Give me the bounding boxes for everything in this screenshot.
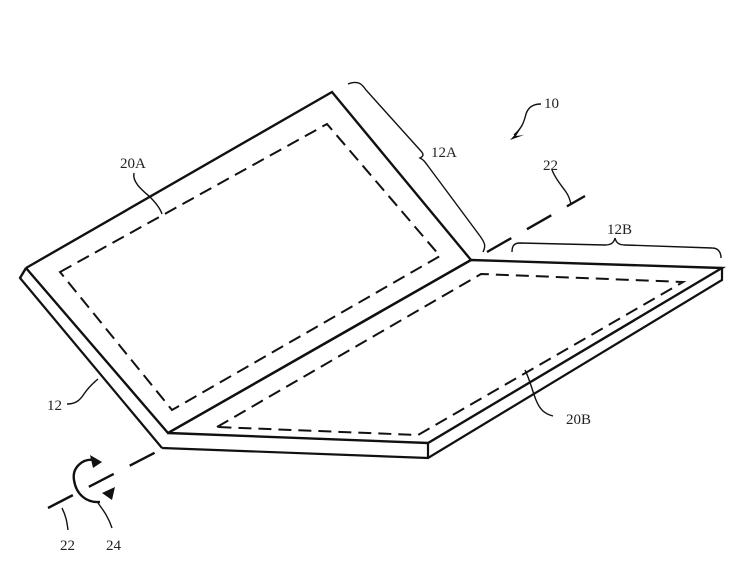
label-12a: 12A	[431, 145, 457, 161]
leader-10	[513, 103, 542, 136]
leader-24	[97, 502, 113, 529]
housing-portion-b	[161, 258, 727, 460]
label-20b: 20B	[566, 412, 591, 428]
housing-portion-a	[18, 90, 473, 449]
leader-22-top	[551, 169, 572, 205]
leader-20b	[524, 369, 554, 417]
rotation-arrow-icon	[72, 455, 115, 504]
leader-12	[66, 378, 99, 405]
label-10: 10	[544, 96, 559, 112]
label-22-bottom: 22	[60, 538, 75, 554]
brace-12a	[347, 81, 486, 253]
arrow-10-icon	[510, 128, 524, 140]
label-12: 12	[47, 398, 62, 414]
label-20a: 20A	[120, 156, 146, 172]
leader-20a	[133, 172, 163, 215]
display-a	[58, 122, 442, 412]
hinge-axis	[47, 194, 586, 510]
display-b	[213, 272, 687, 437]
leader-22-bottom	[61, 507, 69, 531]
label-24: 24	[106, 538, 122, 554]
label-12b: 12B	[607, 222, 632, 238]
label-22-top: 22	[543, 158, 558, 174]
brace-12b	[511, 237, 722, 259]
